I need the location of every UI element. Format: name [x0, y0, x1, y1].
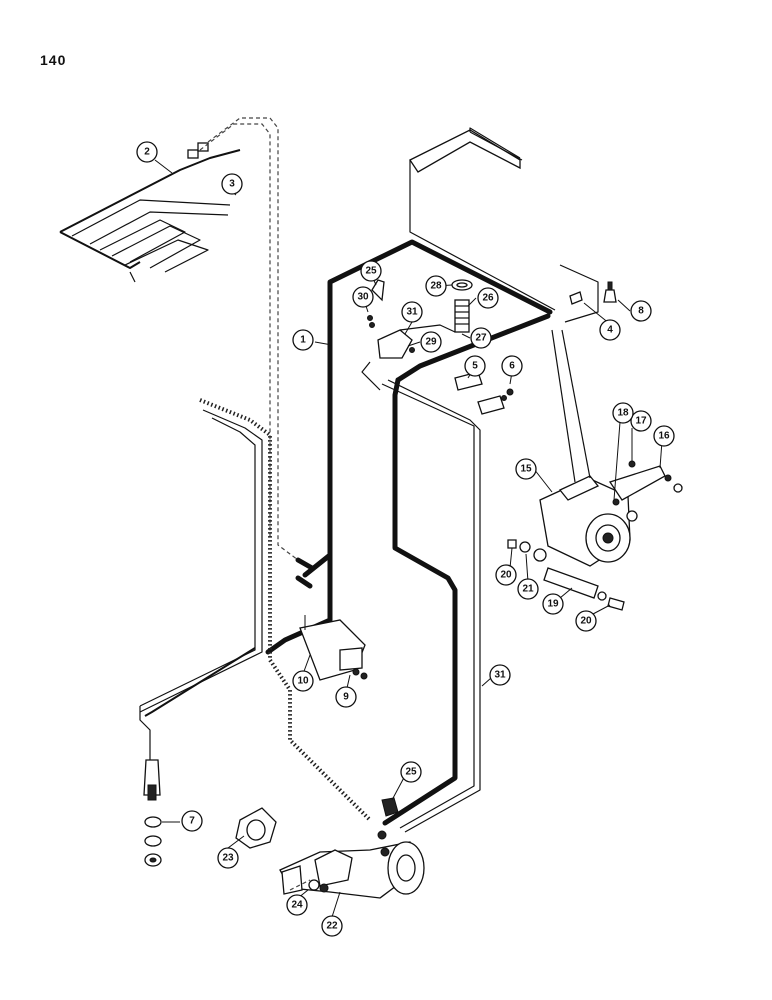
battery-box-panel	[409, 127, 599, 323]
svg-text:21: 21	[522, 584, 534, 595]
left-conduit	[139, 398, 372, 822]
svg-text:22: 22	[326, 921, 338, 932]
upper-left-harness	[59, 117, 299, 561]
alternator	[539, 329, 631, 567]
svg-text:17: 17	[635, 416, 647, 427]
bolt-24	[289, 879, 329, 893]
callout-31-upper: 31	[401, 301, 423, 323]
callout-25-lower: 25	[400, 761, 422, 783]
callout-21: 21	[517, 578, 539, 600]
callout-19: 19	[542, 593, 564, 615]
svg-text:24: 24	[291, 900, 303, 911]
callout-1: 1	[292, 329, 314, 351]
page-number: 140	[40, 52, 67, 68]
part-8-sender	[603, 281, 617, 303]
svg-text:31: 31	[406, 307, 418, 318]
callout-26: 26	[477, 287, 499, 309]
callout-28: 28	[425, 275, 447, 297]
callout-6: 6	[501, 355, 523, 377]
svg-text:5: 5	[472, 361, 478, 372]
svg-text:9: 9	[343, 692, 349, 703]
lower-clamp	[381, 797, 399, 817]
callout-10: 10	[292, 670, 314, 692]
svg-text:19: 19	[547, 599, 559, 610]
svg-text:25: 25	[405, 767, 417, 778]
svg-text:4: 4	[607, 325, 613, 336]
svg-text:6: 6	[509, 361, 515, 372]
svg-text:25: 25	[365, 266, 377, 277]
clips-5-6	[454, 371, 514, 415]
callout-25-upper: 25	[360, 260, 382, 282]
callout-17: 17	[630, 410, 652, 432]
svg-text:18: 18	[617, 408, 629, 419]
callout-9: 9	[335, 686, 357, 708]
callout-29: 29	[420, 331, 442, 353]
svg-text:23: 23	[222, 853, 234, 864]
svg-text:20: 20	[500, 570, 512, 581]
callout-20-right: 20	[575, 610, 597, 632]
callout-3: 3	[221, 173, 243, 195]
svg-text:2: 2	[144, 147, 150, 158]
mount-bolt	[507, 539, 625, 611]
svg-text:26: 26	[482, 293, 494, 304]
part-7-fittings	[144, 816, 162, 867]
callout-8: 8	[630, 300, 652, 322]
callout-4: 4	[599, 319, 621, 341]
callout-7: 7	[181, 810, 203, 832]
alternator-bracket	[608, 460, 683, 522]
svg-text:28: 28	[430, 281, 442, 292]
svg-text:27: 27	[475, 333, 487, 344]
callout-18: 18	[612, 402, 634, 424]
gasket	[235, 807, 277, 849]
svg-text:7: 7	[189, 816, 195, 827]
svg-text:15: 15	[520, 464, 532, 475]
leader-lines	[154, 159, 663, 918]
svg-text:31: 31	[494, 670, 506, 681]
starter-motor	[279, 830, 425, 899]
callout-16: 16	[653, 425, 675, 447]
svg-text:1: 1	[300, 335, 306, 346]
callout-27: 27	[470, 327, 492, 349]
callout-31-lower: 31	[489, 664, 511, 686]
callout-30: 30	[352, 286, 374, 308]
solenoid-cluster	[367, 279, 473, 359]
callout-5: 5	[464, 355, 486, 377]
svg-text:29: 29	[425, 337, 437, 348]
svg-text:30: 30	[357, 292, 369, 303]
callout-20-left: 20	[495, 564, 517, 586]
thin-harness	[361, 324, 481, 833]
callout-2: 2	[136, 141, 158, 163]
callout-22: 22	[321, 915, 343, 937]
callout-24: 24	[286, 894, 308, 916]
switch-assembly	[299, 615, 368, 681]
svg-text:20: 20	[580, 616, 592, 627]
svg-text:10: 10	[297, 676, 309, 687]
svg-text:16: 16	[658, 431, 670, 442]
callout-23: 23	[217, 847, 239, 869]
svg-text:8: 8	[638, 306, 644, 317]
svg-text:3: 3	[229, 179, 235, 190]
callout-15: 15	[515, 458, 537, 480]
